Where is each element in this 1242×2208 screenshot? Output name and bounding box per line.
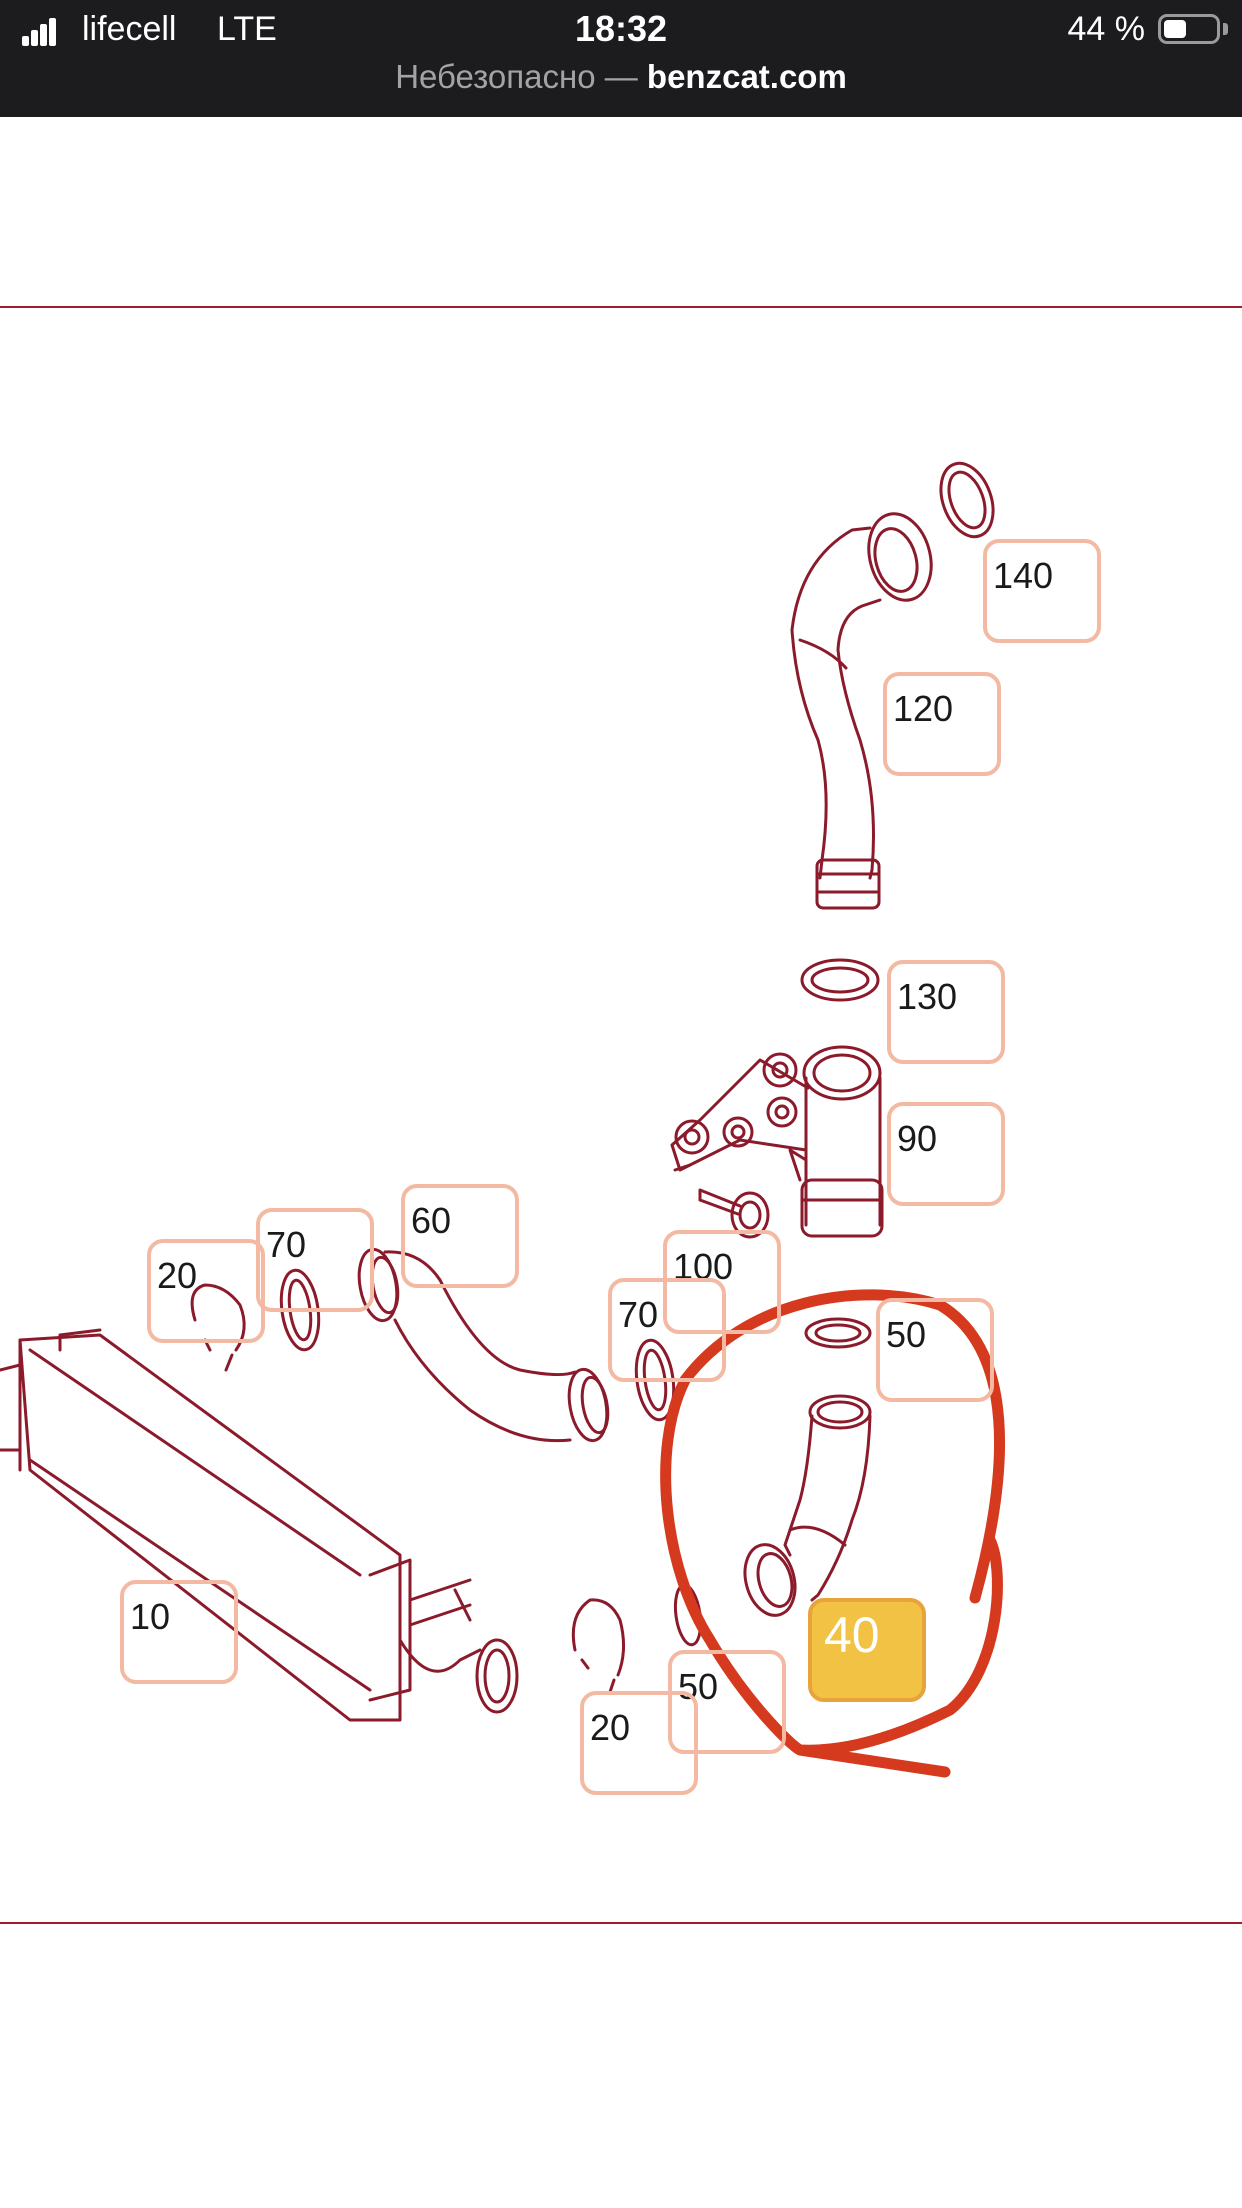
seal-ring-icon — [939, 461, 995, 539]
callout-label: 20 — [590, 1707, 631, 1748]
battery-percent: 44 % — [1067, 10, 1146, 48]
seal-ring-icon — [804, 1317, 872, 1349]
battery-level — [1164, 20, 1186, 38]
address-bar[interactable]: Небезопасно — benzcat.com — [0, 58, 1242, 96]
battery-icon — [1158, 14, 1220, 44]
seal-ring-icon — [800, 958, 880, 1002]
callout-20[interactable]: 20 — [147, 1239, 265, 1343]
callout-label: 20 — [157, 1255, 198, 1296]
charge-air-hose-icon — [357, 1247, 610, 1443]
callout-10[interactable]: 10 — [120, 1580, 238, 1684]
callout-label: 90 — [897, 1118, 938, 1159]
callout-90[interactable]: 90 — [887, 1102, 1005, 1206]
callout-label: 50 — [886, 1314, 927, 1355]
callout-label: 120 — [893, 688, 954, 729]
callout-40-highlighted[interactable]: 40 — [808, 1598, 926, 1702]
callout-50[interactable]: 50 — [668, 1650, 786, 1754]
site-domain: benzcat.com — [646, 58, 847, 95]
callout-label: 60 — [411, 1200, 452, 1241]
callout-120[interactable]: 120 — [883, 672, 1001, 776]
callout-50[interactable]: 50 — [876, 1298, 994, 1402]
parts-drawing — [0, 461, 1006, 1778]
throttle-housing-icon — [670, 1045, 884, 1238]
elbow-hose-icon — [743, 1394, 872, 1617]
callout-label: 130 — [897, 976, 958, 1017]
callout-label: 70 — [618, 1294, 659, 1335]
callout-label: 70 — [266, 1224, 307, 1265]
callout-60[interactable]: 60 — [401, 1184, 519, 1288]
carrier-name: lifecell — [82, 10, 177, 48]
battery-tip — [1223, 23, 1228, 35]
security-warning: Небезопасно — — [395, 58, 638, 95]
parts-diagram: 140 120 130 90 60 70 20 100 70 50 10 50 … — [0, 308, 1242, 1922]
callout-140[interactable]: 140 — [983, 539, 1101, 643]
hose-clamp-icon — [571, 1598, 625, 1694]
top-divider — [0, 306, 1242, 308]
callout-70[interactable]: 70 — [256, 1208, 374, 1312]
status-bar: lifecell LTE 18:32 44 % Небезопасно — be… — [0, 0, 1242, 117]
bolt-icon — [698, 1188, 770, 1239]
callout-130[interactable]: 130 — [887, 960, 1005, 1064]
callout-label: 140 — [993, 555, 1054, 596]
callout-70[interactable]: 70 — [608, 1278, 726, 1382]
callout-20[interactable]: 20 — [580, 1691, 698, 1795]
upper-charge-hose-icon — [790, 512, 933, 910]
hand-drawn-circle-annotation — [660, 1289, 1006, 1778]
bottom-divider — [0, 1922, 1242, 1924]
callout-label: 40 — [824, 1607, 880, 1663]
callout-label: 10 — [130, 1596, 171, 1637]
status-time: 18:32 — [574, 8, 668, 49]
intercooler-icon — [0, 1328, 519, 1722]
signal-icon — [22, 18, 58, 46]
network-type: LTE — [217, 10, 277, 48]
